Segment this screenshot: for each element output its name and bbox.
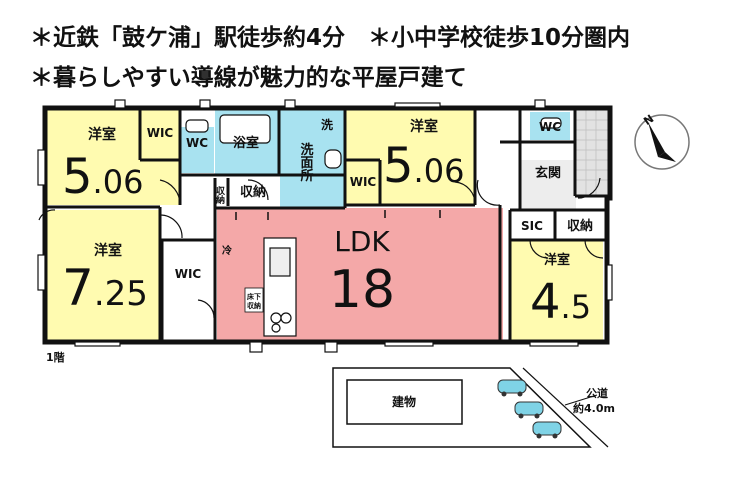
label-washroom: 洗面所 <box>298 142 314 183</box>
label-wash-machine: 洗 <box>321 117 333 132</box>
label-bath: 浴室 <box>233 135 259 151</box>
size-western-top-left: 5.06 <box>62 149 143 205</box>
label-wic-1: WIC <box>147 126 174 140</box>
floor-level-label: 1階 <box>46 350 65 364</box>
headline-line-1: ＊近鉄「鼓ケ浦」駅徒歩約4分 ＊小中学校徒歩10分圏内 <box>30 25 631 51</box>
site-plan: 建物 公道 約4.0m <box>332 367 615 448</box>
label-wc-2: WC <box>539 120 561 134</box>
size-western-bottom-right: 4.5 <box>530 274 591 330</box>
label-western-bottom-right: 洋室 <box>544 252 570 268</box>
label-ldk: LDK <box>334 225 390 258</box>
size-ldk: 18 <box>329 260 395 320</box>
size-western-top-mid: 5.06 <box>383 138 464 194</box>
room-western-bottom-left <box>47 210 160 340</box>
kitchen-stove <box>270 312 282 324</box>
label-storage-2: 収納 <box>240 184 266 200</box>
room-western-top-left <box>47 110 179 205</box>
kitchen-sink <box>269 247 291 277</box>
label-storage-3: 収納 <box>567 218 593 234</box>
label-fridge: 冷 <box>222 244 232 257</box>
car-icon <box>532 421 562 439</box>
road-label: 公道 <box>586 386 608 400</box>
washbasin <box>324 149 342 169</box>
room-western-bottom-right <box>510 240 603 340</box>
room-wc-left <box>180 127 214 173</box>
label-western-bottom-left: 洋室 <box>94 242 122 259</box>
label-wc-1: WC <box>186 136 208 150</box>
label-storage-1: 収納 <box>214 185 225 205</box>
headline-line-2: ＊暮らしやすい導線が魅力的な平屋戸建て <box>30 65 467 91</box>
label-wic-2: WIC <box>350 175 377 189</box>
label-sic: SIC <box>521 219 543 233</box>
entrance-floor <box>520 160 576 210</box>
site-building-label: 建物 <box>391 394 416 409</box>
bathtub <box>219 114 271 144</box>
room-western-top-mid <box>345 110 475 205</box>
label-western-top-mid: 洋室 <box>410 118 438 135</box>
size-western-bottom-left: 7.25 <box>62 259 148 317</box>
compass-icon: N <box>634 112 690 170</box>
label-entrance: 玄関 <box>535 165 561 181</box>
car-icon <box>514 401 544 419</box>
entrance-tile <box>576 110 608 196</box>
label-western-top-left: 洋室 <box>88 126 116 143</box>
car-icon <box>497 379 527 397</box>
label-floor-storage: 床下収納 <box>247 292 261 310</box>
road-width-label: 約4.0m <box>573 401 615 415</box>
label-wic-3: WIC <box>175 267 202 281</box>
